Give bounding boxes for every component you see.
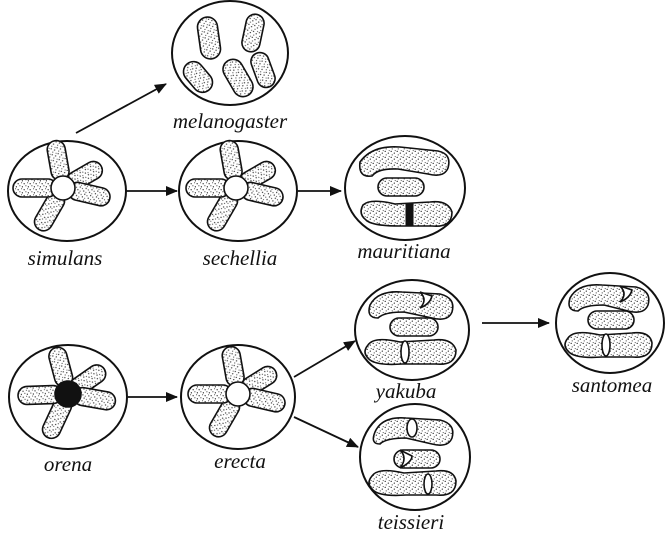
label-teissieri: teissieri xyxy=(378,510,445,533)
label-mauritiana: mauritiana xyxy=(357,239,450,263)
cell-yakuba xyxy=(355,280,469,380)
arrow-erecta-to-teissieri xyxy=(294,417,358,447)
cell-sechellia xyxy=(179,139,297,241)
label-santomea: santomea xyxy=(572,373,653,397)
cell-teissieri xyxy=(360,404,470,510)
arrow-erecta-to-yakuba xyxy=(294,341,355,377)
label-melanogaster: melanogaster xyxy=(173,109,288,133)
label-simulans: simulans xyxy=(28,246,103,270)
cell-simulans xyxy=(8,139,126,241)
cell-melanogaster xyxy=(172,1,288,105)
cell-santomea xyxy=(556,273,664,373)
label-sechellia: sechellia xyxy=(203,246,278,270)
label-orena: orena xyxy=(44,452,92,476)
cell-erecta xyxy=(181,345,295,449)
label-erecta: erecta xyxy=(214,449,266,473)
cell-orena xyxy=(9,345,127,449)
label-yakuba: yakuba xyxy=(374,379,437,403)
cell-mauritiana xyxy=(345,136,465,240)
arrow-simulans-to-melanogaster xyxy=(76,84,166,133)
